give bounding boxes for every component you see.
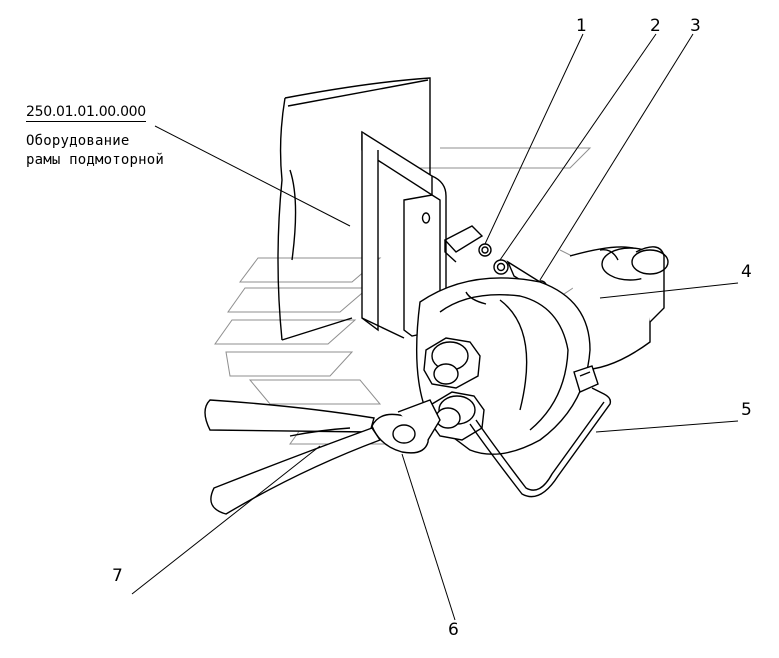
terminal-bolts xyxy=(423,337,485,441)
assembly-name-label: Оборудование рамы подмоторной xyxy=(26,132,164,170)
callout-1: 1 xyxy=(576,16,587,36)
angle-bracket xyxy=(361,130,484,339)
frame-body xyxy=(277,77,431,341)
cable xyxy=(204,399,382,515)
callout-5: 5 xyxy=(741,400,752,420)
part-number-label: 250.01.01.00.000 xyxy=(26,104,146,122)
cable-lug xyxy=(371,399,441,454)
callout-3: 3 xyxy=(690,16,701,36)
leader-lines xyxy=(131,33,739,621)
callout-7: 7 xyxy=(112,566,123,586)
assembly-name-line2: рамы подмоторной xyxy=(26,152,165,168)
callout-6: 6 xyxy=(448,620,459,640)
wire-loop xyxy=(469,387,612,498)
callout-2: 2 xyxy=(650,16,661,36)
mount-clip xyxy=(573,365,599,393)
assembly-name-line1: Оборудование xyxy=(26,133,130,149)
callout-4: 4 xyxy=(741,262,752,282)
